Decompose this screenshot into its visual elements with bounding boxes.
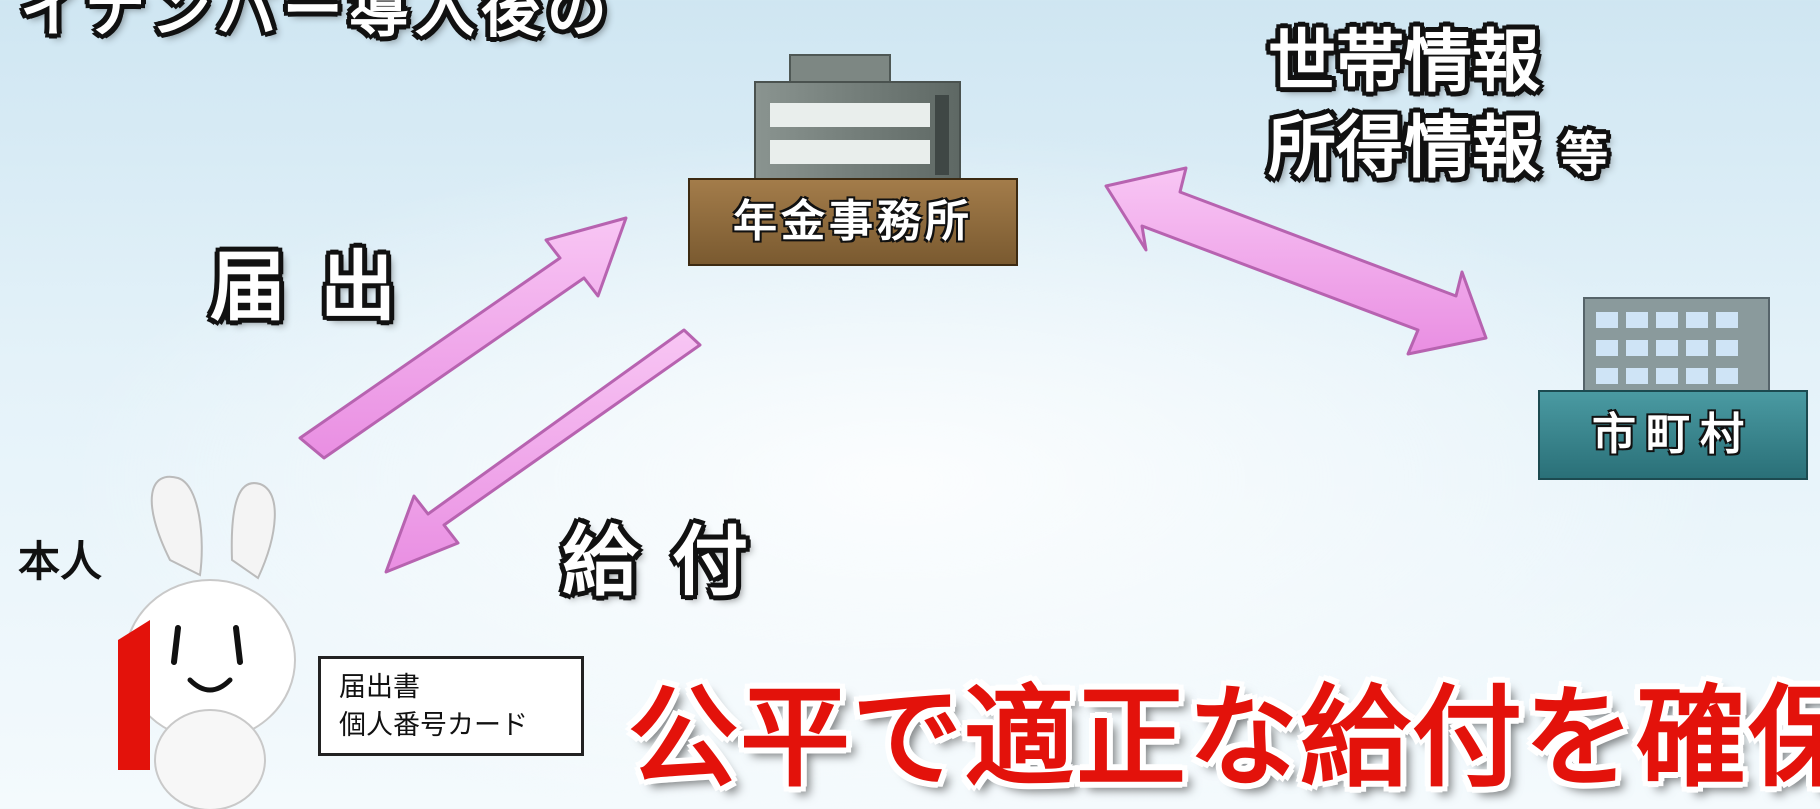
benefit-label: 給付: [562, 517, 782, 606]
benefit-arrow: [384, 328, 702, 574]
pension-office-building-icon: [754, 54, 961, 183]
submit-arrow: [298, 216, 628, 460]
pension-office-label: 年金事務所: [688, 178, 1018, 266]
shared-info-line2: 所得情報等: [1268, 106, 1608, 198]
shared-info-line2-text: 所得情報: [1268, 109, 1541, 188]
slogan-caption: 公平で適正な給付を確保: [628, 674, 1820, 802]
documents-box: 届出書 個人番号カード: [318, 656, 584, 756]
shared-info-line1: 世帯情報: [1268, 23, 1541, 102]
submit-label: 届出: [210, 242, 430, 331]
document-line-mynumber-card: 個人番号カード: [339, 710, 528, 741]
municipality-label: 市町村: [1538, 390, 1808, 480]
shared-info-suffix: 等: [1560, 127, 1609, 183]
cut-title: イナンバー導入後の: [20, 0, 613, 46]
municipality-building-icon: [1583, 297, 1770, 399]
shared-info-text: 世帯情報 所得情報等: [1268, 20, 1608, 198]
document-line-notification: 届出書: [339, 672, 420, 703]
person-label: 本人: [18, 537, 103, 586]
mascot-icon: [118, 475, 296, 809]
data-exchange-arrow: [1104, 166, 1488, 356]
